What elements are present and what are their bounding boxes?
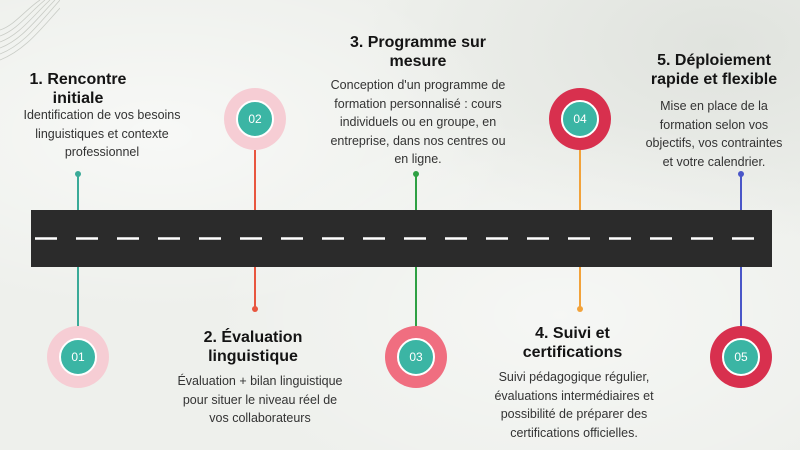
step-5-connector-top <box>740 175 742 210</box>
step-1-connector-top <box>77 175 79 210</box>
step-4-connector-top <box>579 150 581 210</box>
step-3-number: 03 <box>409 350 423 364</box>
step-3-connector-top <box>415 175 417 210</box>
step-5-connector-bottom <box>740 267 742 327</box>
step-2-number-badge: 02 <box>236 100 274 138</box>
step-3-dot <box>413 171 419 177</box>
step-3-description: Conception d'un programme de formation p… <box>330 78 506 166</box>
step-5-number: 05 <box>734 350 748 364</box>
step-5-dot <box>738 171 744 177</box>
step-1-connector-bottom <box>77 267 79 327</box>
step-3-connector-bottom <box>415 267 417 327</box>
timeline-road <box>31 210 772 267</box>
step-5-description: Mise en place de la formation selon vos … <box>645 99 783 169</box>
step-1-dot <box>75 171 81 177</box>
step-2-connector-bottom <box>254 267 256 307</box>
step-3-number-badge: 03 <box>397 338 435 376</box>
step-4-number: 04 <box>573 112 587 126</box>
step-4-dot <box>577 306 583 312</box>
step-2-number: 02 <box>248 112 262 126</box>
road-center-dashes <box>35 237 772 240</box>
step-3-title: 3. Programme sur mesure <box>349 34 487 70</box>
step-2-description: Évaluation + bilan linguistique pour sit… <box>177 374 343 425</box>
step-1-description: Identification de vos besoins linguistiq… <box>23 108 181 159</box>
step-5-marker: 05 <box>710 326 772 388</box>
step-3-marker: 03 <box>385 326 447 388</box>
step-4-number-badge: 04 <box>561 100 599 138</box>
step-4-title: 4. Suivi et certifications <box>522 325 623 361</box>
step-1-number: 01 <box>71 350 85 364</box>
step-4-connector-bottom <box>579 267 581 307</box>
step-4-description: Suivi pédagogique régulier, évaluations … <box>494 370 654 440</box>
step-1-marker: 01 <box>47 326 109 388</box>
step-2-marker: 02 <box>224 88 286 150</box>
step-5-number-badge: 05 <box>722 338 760 376</box>
step-1-title: 1. Rencontre initiale <box>29 71 127 107</box>
corner-decoration <box>0 0 60 61</box>
step-2-dot <box>252 306 258 312</box>
step-1-number-badge: 01 <box>59 338 97 376</box>
step-2-title: 2. Évaluation linguistique <box>203 329 303 365</box>
step-4-marker: 04 <box>549 88 611 150</box>
step-5-title: 5. Déploiement rapide et flexible <box>650 52 778 88</box>
step-2-connector-top <box>254 150 256 210</box>
